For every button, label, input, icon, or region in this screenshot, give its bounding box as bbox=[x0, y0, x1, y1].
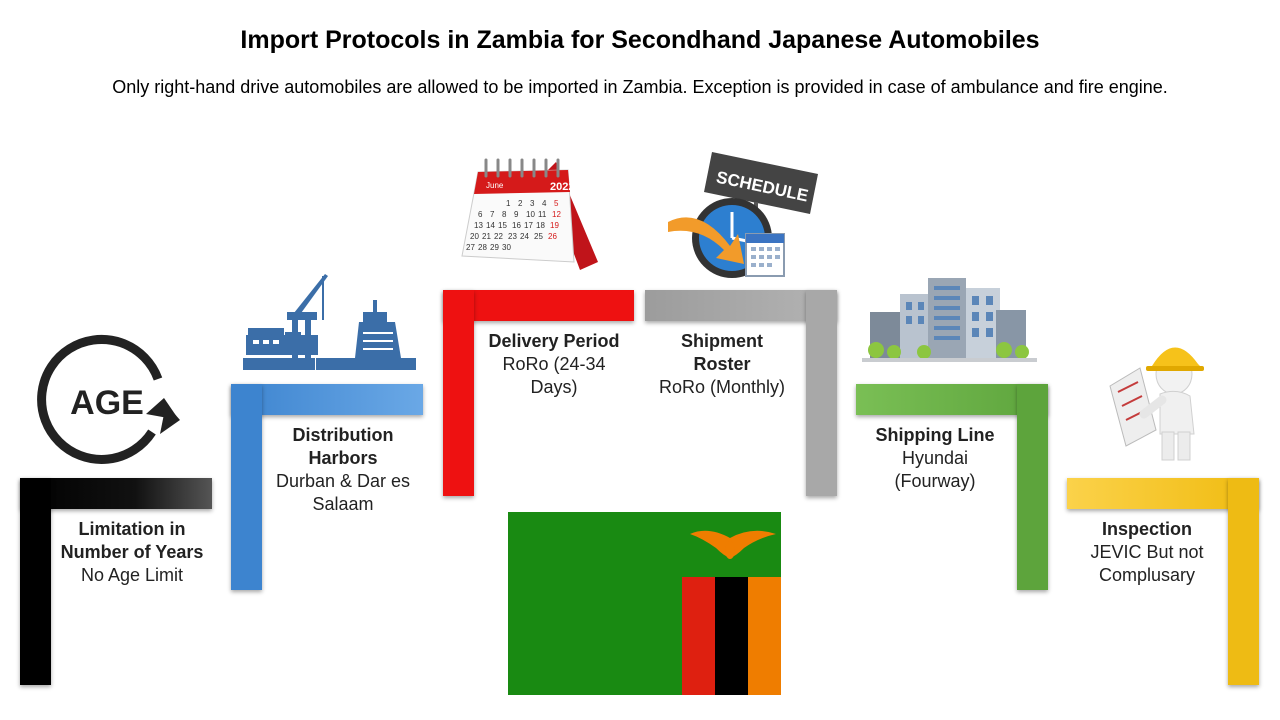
svg-text:1: 1 bbox=[506, 199, 511, 208]
svg-text:22: 22 bbox=[494, 232, 503, 241]
svg-text:14: 14 bbox=[486, 221, 495, 230]
bracket-shipping-line bbox=[856, 384, 1048, 590]
caption-age-value: No Age Limit bbox=[80, 565, 184, 585]
age-icon: AGE bbox=[37, 335, 180, 464]
caption-inspection-value1: JEVIC But not bbox=[1090, 542, 1204, 562]
calendar-month: June bbox=[486, 181, 504, 190]
harbor-icon bbox=[243, 274, 416, 370]
caption-shipping-line: Shipping Line Hyundai (Fourway) bbox=[856, 424, 1014, 493]
zambia-flag bbox=[508, 512, 781, 695]
caption-inspection-value2: Complusary bbox=[1098, 565, 1196, 585]
svg-text:2: 2 bbox=[518, 199, 523, 208]
bracket-harbors bbox=[231, 384, 423, 590]
svg-text:3: 3 bbox=[530, 199, 535, 208]
caption-harbors-value2: Salaam bbox=[312, 494, 374, 514]
svg-text:28: 28 bbox=[478, 243, 487, 252]
caption-roster-heading1: Shipment bbox=[680, 331, 763, 351]
eagle-emblem bbox=[690, 530, 776, 559]
calendar-year: 2022 bbox=[550, 181, 574, 193]
caption-harbors-heading2: Harbors bbox=[308, 448, 378, 468]
svg-text:15: 15 bbox=[498, 221, 507, 230]
svg-text:5: 5 bbox=[554, 199, 559, 208]
svg-text:20: 20 bbox=[470, 232, 479, 241]
svg-text:16: 16 bbox=[512, 221, 521, 230]
svg-text:26: 26 bbox=[548, 232, 557, 241]
svg-text:12: 12 bbox=[552, 210, 561, 219]
caption-delivery: Delivery Period RoRo (24-34 Days) bbox=[474, 330, 634, 399]
svg-text:13: 13 bbox=[474, 221, 483, 230]
svg-text:27: 27 bbox=[466, 243, 475, 252]
caption-inspection-heading: Inspection bbox=[1101, 519, 1192, 539]
caption-age-heading2: Number of Years bbox=[60, 542, 204, 562]
caption-age-heading1: Limitation in bbox=[78, 519, 186, 539]
svg-text:24: 24 bbox=[520, 232, 529, 241]
buildings-icon bbox=[862, 278, 1037, 362]
inspector-icon bbox=[1109, 347, 1204, 461]
caption-shipping-line-value1: Hyundai bbox=[901, 448, 969, 468]
page-title: Import Protocols in Zambia for Secondhan… bbox=[240, 26, 1040, 54]
page-subtitle: Only right-hand drive automobiles are al… bbox=[112, 77, 1168, 97]
svg-text:18: 18 bbox=[536, 221, 545, 230]
svg-text:23: 23 bbox=[508, 232, 517, 241]
caption-shipping-line-heading: Shipping Line bbox=[875, 425, 995, 445]
bracket-age bbox=[20, 478, 212, 685]
schedule-clock-icon: SCHEDULE bbox=[668, 152, 818, 278]
svg-text:4: 4 bbox=[542, 199, 547, 208]
age-icon-label: AGE bbox=[70, 384, 144, 422]
caption-delivery-heading: Delivery Period bbox=[488, 331, 620, 351]
svg-text:11: 11 bbox=[538, 210, 547, 219]
caption-shipping-line-value2: (Fourway) bbox=[894, 471, 976, 491]
caption-roster-heading2: Roster bbox=[693, 354, 751, 374]
caption-harbors-heading1: Distribution bbox=[292, 425, 394, 445]
svg-text:10: 10 bbox=[526, 210, 535, 219]
caption-roster: Shipment Roster RoRo (Monthly) bbox=[646, 330, 798, 399]
bracket-inspection bbox=[1067, 478, 1259, 685]
bracket-delivery bbox=[443, 290, 634, 496]
svg-text:8: 8 bbox=[502, 210, 507, 219]
caption-harbors: Distribution Harbors Durban & Dar es Sal… bbox=[262, 424, 424, 516]
bracket-roster bbox=[645, 290, 837, 496]
caption-harbors-value1: Durban & Dar es bbox=[275, 471, 411, 491]
svg-text:17: 17 bbox=[524, 221, 533, 230]
svg-text:9: 9 bbox=[514, 210, 519, 219]
svg-text:29: 29 bbox=[490, 243, 499, 252]
caption-roster-value: RoRo (Monthly) bbox=[658, 377, 786, 397]
svg-text:7: 7 bbox=[490, 210, 495, 219]
svg-text:6: 6 bbox=[478, 210, 483, 219]
caption-age: Limitation in Number of Years No Age Lim… bbox=[48, 518, 216, 587]
svg-text:19: 19 bbox=[550, 221, 559, 230]
svg-text:21: 21 bbox=[482, 232, 491, 241]
caption-delivery-value1: RoRo (24-34 bbox=[502, 354, 606, 374]
caption-delivery-value2: Days) bbox=[530, 377, 578, 397]
svg-text:25: 25 bbox=[534, 232, 543, 241]
caption-inspection: Inspection JEVIC But not Complusary bbox=[1070, 518, 1224, 587]
svg-text:30: 30 bbox=[502, 243, 511, 252]
